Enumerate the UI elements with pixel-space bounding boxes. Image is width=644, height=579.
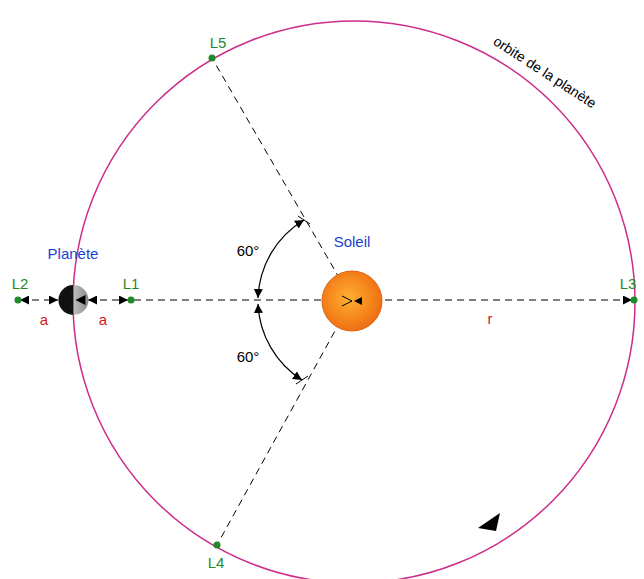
point-label: L5 bbox=[210, 35, 227, 50]
point-label: L4 bbox=[208, 555, 225, 570]
angle-label: 60° bbox=[237, 243, 260, 258]
point-label: L1 bbox=[123, 276, 140, 291]
orbit-direction-arrow bbox=[478, 513, 500, 531]
angle-arc bbox=[258, 220, 304, 298]
l5-line bbox=[212, 58, 352, 300]
lagrange-point bbox=[15, 297, 22, 304]
sun-node: Soleil bbox=[321, 234, 383, 332]
body-name: Planète bbox=[46, 246, 101, 261]
distance-a-line bbox=[88, 300, 128, 301]
orbit-label: orbite de la planète bbox=[491, 34, 599, 111]
arc-tick bbox=[296, 376, 308, 384]
point-label: L3 bbox=[620, 276, 637, 291]
distance-label: a bbox=[40, 312, 48, 327]
l4-line bbox=[217, 300, 352, 545]
point-label: L2 bbox=[12, 276, 29, 291]
angle-arc bbox=[258, 304, 302, 380]
lagrange-point bbox=[128, 297, 135, 304]
planet-orbit bbox=[73, 21, 635, 579]
sun-symbol bbox=[321, 270, 383, 332]
lagrange-point bbox=[209, 55, 216, 62]
arc-tick bbox=[298, 216, 310, 224]
distance-label: a bbox=[99, 312, 107, 327]
distance-r-line bbox=[364, 300, 632, 301]
angle-label: 60° bbox=[237, 349, 260, 364]
distance-label: r bbox=[488, 311, 493, 326]
planet-node: Planète bbox=[46, 246, 101, 316]
axis-line bbox=[134, 300, 340, 301]
body-name: Soleil bbox=[321, 234, 383, 249]
planet-symbol bbox=[46, 284, 101, 316]
distance-a-line bbox=[20, 300, 58, 301]
lagrange-point bbox=[214, 542, 221, 549]
lagrange-point bbox=[631, 297, 638, 304]
